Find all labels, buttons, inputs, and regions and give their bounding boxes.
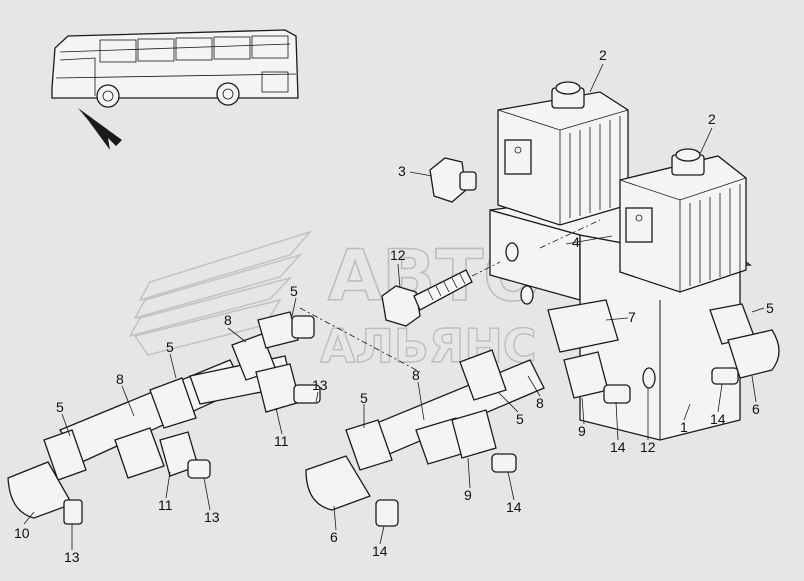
callout-3: 3 bbox=[398, 163, 406, 179]
callout-9-a: 9 bbox=[464, 487, 472, 503]
solenoid-coil-lower bbox=[619, 148, 747, 293]
callout-5-e: 5 bbox=[516, 411, 524, 427]
callout-labels: 2 2 3 4 12 5 8 5 8 5 10 13 11 13 11 13 5… bbox=[14, 47, 774, 565]
callout-8-a: 8 bbox=[224, 312, 232, 328]
right-fittings bbox=[709, 303, 780, 385]
callout-5-d: 5 bbox=[360, 390, 368, 406]
bus-thumbnail bbox=[51, 29, 299, 108]
callout-5-a: 5 bbox=[290, 283, 298, 299]
callout-12-bolt: 12 bbox=[390, 247, 406, 263]
callout-6-a: 6 bbox=[330, 529, 338, 545]
center-manifold bbox=[305, 299, 631, 527]
callout-8-b: 8 bbox=[116, 371, 124, 387]
leader-lines bbox=[23, 63, 765, 550]
watermark-line2: АЛЬЯНС bbox=[320, 319, 537, 373]
callout-6-b: 6 bbox=[752, 401, 760, 417]
callout-5-b: 5 bbox=[166, 339, 174, 355]
callout-11-b: 11 bbox=[274, 433, 289, 449]
callout-14-d: 14 bbox=[710, 411, 726, 427]
assembly-axis-line bbox=[299, 307, 421, 373]
callout-11-a: 11 bbox=[158, 497, 173, 513]
callout-12-port: 12 bbox=[640, 439, 656, 455]
view-direction-arrow bbox=[78, 108, 122, 150]
callout-9-b: 9 bbox=[578, 423, 586, 439]
left-manifold bbox=[7, 311, 321, 525]
callout-14-a: 14 bbox=[506, 499, 522, 515]
callout-13-b: 13 bbox=[204, 509, 220, 525]
solenoid-coil-upper bbox=[497, 81, 629, 226]
callout-1: 1 bbox=[680, 419, 688, 435]
callout-5-c: 5 bbox=[56, 399, 64, 415]
bolt-axis-line bbox=[471, 261, 501, 277]
callout-8-c: 8 bbox=[412, 367, 420, 383]
callout-5-f: 5 bbox=[766, 300, 774, 316]
callout-13-a: 13 bbox=[64, 549, 80, 565]
callout-8-d: 8 bbox=[536, 395, 544, 411]
callout-4: 4 bbox=[572, 234, 580, 250]
watermark: АВТО АЛЬЯНС bbox=[128, 230, 544, 374]
bolt-12 bbox=[381, 269, 473, 327]
callout-2-upper: 2 bbox=[599, 47, 607, 63]
callout-10: 10 bbox=[14, 525, 30, 541]
callout-7: 7 bbox=[628, 309, 636, 325]
callout-2-lower: 2 bbox=[708, 111, 716, 127]
callout-13-c: 13 bbox=[312, 377, 328, 393]
callout-14-c: 14 bbox=[610, 439, 626, 455]
nut-3 bbox=[429, 157, 477, 203]
solenoid-axis-line bbox=[539, 219, 601, 249]
callout-14-b: 14 bbox=[372, 543, 388, 559]
